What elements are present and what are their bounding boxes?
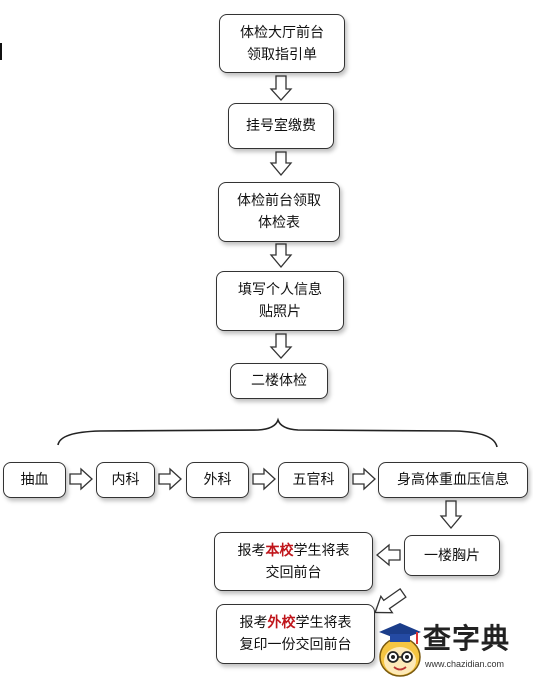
outcome-same-school-line1: 报考本校学生将表 <box>237 542 350 559</box>
step-xray-label: 一楼胸片 <box>424 547 480 564</box>
scholar-mascot-icon <box>379 623 421 677</box>
arrow-down-1 <box>269 75 293 101</box>
exam-blood: 抽血 <box>3 462 66 498</box>
exam-internal: 内科 <box>96 462 155 498</box>
arrow-right-1 <box>69 467 93 491</box>
step-front-desk: 体检大厅前台 领取指引单 <box>219 14 345 73</box>
highlight-same-school: 本校 <box>265 542 294 559</box>
branch-brace <box>57 417 498 448</box>
exam-ent-label: 五官科 <box>292 472 335 488</box>
outcome-same-school-line2: 交回前台 <box>265 564 322 581</box>
exam-surgery-label: 外科 <box>203 472 232 488</box>
arrow-right-3 <box>252 467 276 491</box>
arrow-right-2 <box>158 467 182 491</box>
logo-url: www.chazidian.com <box>425 659 505 669</box>
exam-surgery: 外科 <box>186 462 249 498</box>
step-info-line2: 贴照片 <box>259 304 301 320</box>
watermark-logo: 查字典 www.chazidian.com <box>375 615 533 682</box>
step-info-line1: 填写个人信息 <box>238 282 322 298</box>
arrow-right-4 <box>352 467 376 491</box>
step-form-line2: 体检表 <box>258 215 300 231</box>
logo-title: 查字典 <box>423 622 511 655</box>
exam-height-weight: 身高体重血压信息 <box>378 462 528 498</box>
exam-internal-label: 内科 <box>111 472 140 488</box>
arrow-down-3 <box>269 243 293 269</box>
outcome-other-school: 报考外校学生将表 复印一份交回前台 <box>216 604 375 664</box>
arrow-left <box>375 543 401 567</box>
arrow-down-2 <box>269 151 293 177</box>
exam-blood-label: 抽血 <box>20 472 49 488</box>
step-payment: 挂号室缴费 <box>228 103 334 149</box>
arrow-diagonal <box>374 587 407 614</box>
outcome-same-school: 报考本校学生将表 交回前台 <box>214 532 373 591</box>
arrow-down-5 <box>439 500 463 530</box>
step-info: 填写个人信息 贴照片 <box>216 271 344 331</box>
exam-ent: 五官科 <box>278 462 349 498</box>
step-form: 体检前台领取 体检表 <box>218 182 340 242</box>
outcome-other-school-line2: 复印一份交回前台 <box>239 637 352 653</box>
highlight-other-school: 外校 <box>267 615 296 631</box>
step-front-desk-line1: 体检大厅前台 <box>240 24 324 41</box>
step-front-desk-line2: 领取指引单 <box>247 46 317 63</box>
step-form-line1: 体检前台领取 <box>237 193 321 209</box>
arrow-down-4 <box>269 333 293 359</box>
exam-height-weight-label: 身高体重血压信息 <box>397 472 509 488</box>
step-xray: 一楼胸片 <box>404 535 500 576</box>
step-second-floor-label: 二楼体检 <box>251 373 307 389</box>
margin-mark <box>0 43 2 60</box>
outcome-other-school-line1: 报考外校学生将表 <box>239 615 352 631</box>
step-second-floor: 二楼体检 <box>230 363 328 399</box>
step-payment-label: 挂号室缴费 <box>246 118 316 134</box>
